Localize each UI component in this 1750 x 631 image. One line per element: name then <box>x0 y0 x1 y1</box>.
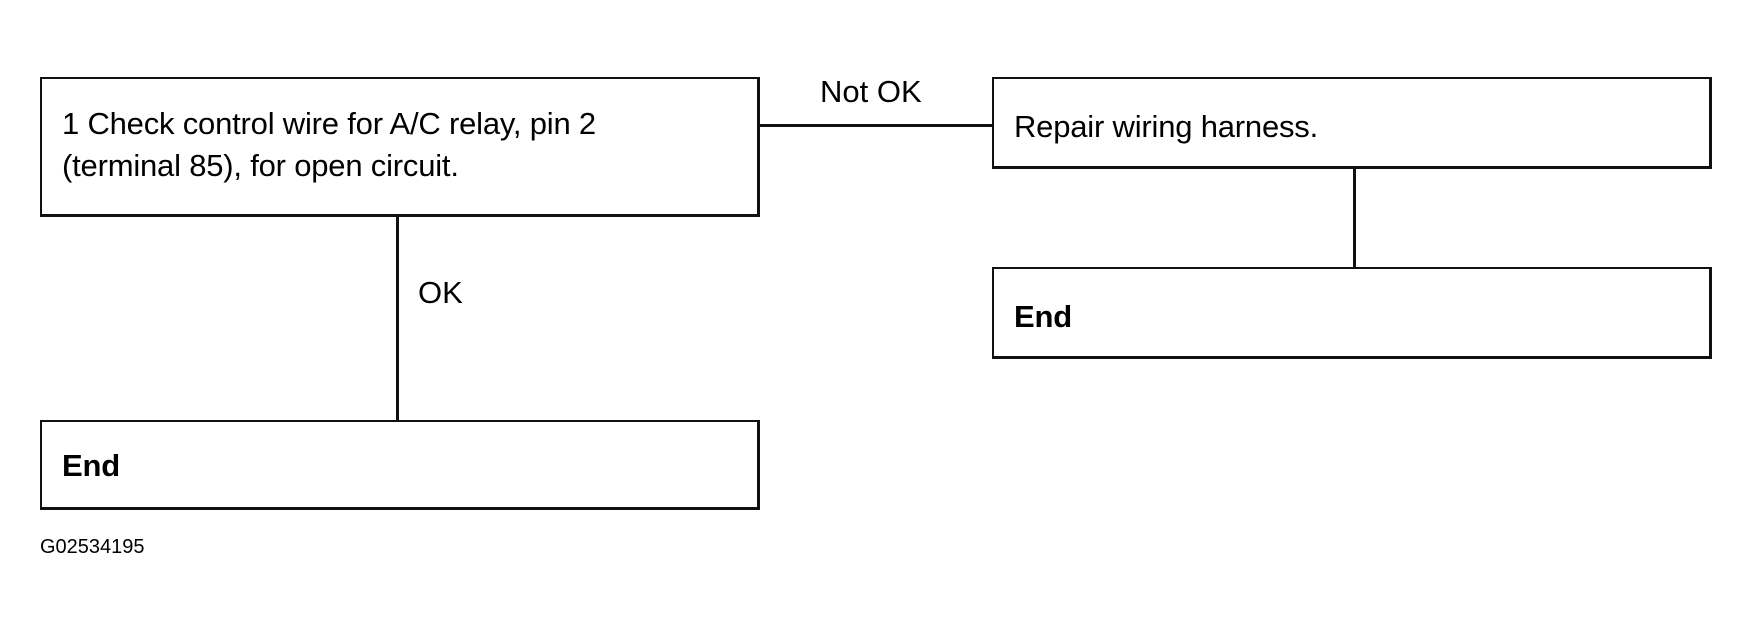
end-box-ok-branch: End <box>40 420 760 510</box>
not-ok-branch-label: Not OK <box>820 74 922 109</box>
ok-branch-label: OK <box>418 275 463 310</box>
ok-connector-line <box>396 217 399 420</box>
not-ok-connector-line <box>760 124 992 127</box>
end-label-not-ok-branch: End <box>1014 299 1072 334</box>
check-step-line-1: 1 Check control wire for A/C relay, pin … <box>62 106 596 141</box>
end-box-not-ok-branch: End <box>992 267 1712 359</box>
check-step-line-2: (terminal 85), for open circuit. <box>62 148 459 183</box>
repair-step-text: Repair wiring harness. <box>1014 109 1319 144</box>
check-control-wire-step-box: 1 Check control wire for A/C relay, pin … <box>40 77 760 217</box>
repair-wiring-harness-box: Repair wiring harness. <box>992 77 1712 169</box>
check-step-text: 1 Check control wire for A/C relay, pin … <box>62 103 596 187</box>
figure-id-label: G02534195 <box>40 536 145 558</box>
repair-to-end-connector-line <box>1353 169 1356 267</box>
end-label-ok-branch: End <box>62 448 120 483</box>
